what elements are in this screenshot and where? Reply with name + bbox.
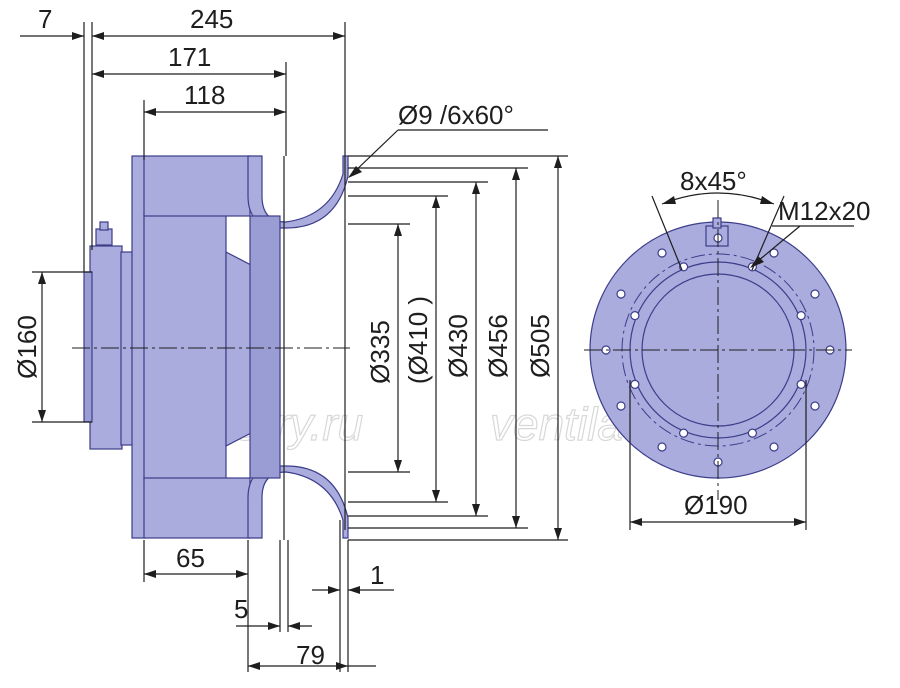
motor-hub — [83, 271, 93, 423]
impeller-blades — [249, 215, 281, 479]
flange-hole — [616, 289, 626, 299]
threaded-hole — [796, 379, 806, 389]
threaded-hole — [747, 428, 758, 438]
flange-hole — [769, 442, 779, 452]
dim-118: 118 — [184, 80, 225, 110]
dim-dia190-group: Ø190 — [629, 380, 807, 530]
dim-thread: M12x20 — [778, 196, 871, 226]
threaded-hole — [678, 428, 689, 438]
dim-lengths: 7 245 171 118 — [20, 4, 346, 272]
flange-hole — [810, 289, 820, 299]
dim-dia456: Ø456 — [483, 314, 513, 378]
flange-hole — [769, 248, 779, 258]
dim-1: 1 — [370, 560, 384, 590]
impeller-back-bottom — [143, 477, 251, 539]
flange-hole — [657, 442, 667, 452]
front-terminal-cap — [712, 217, 722, 229]
dim-dia190: Ø190 — [684, 490, 748, 520]
dim-7: 7 — [38, 4, 52, 34]
terminal-box — [95, 228, 113, 246]
dim-dia160: Ø160 — [12, 315, 42, 379]
dim-thread-group: M12x20 — [750, 196, 871, 268]
threaded-hole — [630, 379, 640, 389]
terminal-cap — [99, 221, 109, 231]
dim-dia505: Ø505 — [525, 314, 555, 378]
threaded-hole — [630, 311, 640, 321]
dim-79: 79 — [296, 640, 325, 670]
dim-dia335: Ø335 — [365, 320, 395, 384]
dim-171: 171 — [168, 42, 211, 72]
flange-hole — [810, 401, 820, 411]
threaded-hole — [796, 311, 806, 321]
dim-dia430: Ø430 — [443, 314, 473, 378]
dim-bottom: 65 5 79 1 — [143, 520, 394, 672]
dim-5: 5 — [234, 594, 248, 624]
motor-body — [143, 213, 227, 481]
dim-angle: 8x45° — [680, 166, 747, 196]
flange-hole — [616, 401, 626, 411]
dim-65: 65 — [176, 543, 205, 573]
dim-holes-group: Ø9 /6x60° — [348, 100, 548, 178]
flange-hole — [657, 248, 667, 258]
mounting-flange — [131, 155, 146, 539]
dim-holes: Ø9 /6x60° — [398, 100, 514, 130]
dim-dia410: (Ø410 ) — [403, 296, 433, 384]
dim-diameters: Ø335 (Ø410 ) Ø430 Ø456 Ø505 — [344, 155, 568, 541]
dim-angle-group: 8x45° — [651, 166, 785, 271]
dim-dia160-group: Ø160 — [12, 271, 92, 423]
impeller-back-top — [143, 155, 251, 217]
dim-245: 245 — [190, 4, 233, 34]
